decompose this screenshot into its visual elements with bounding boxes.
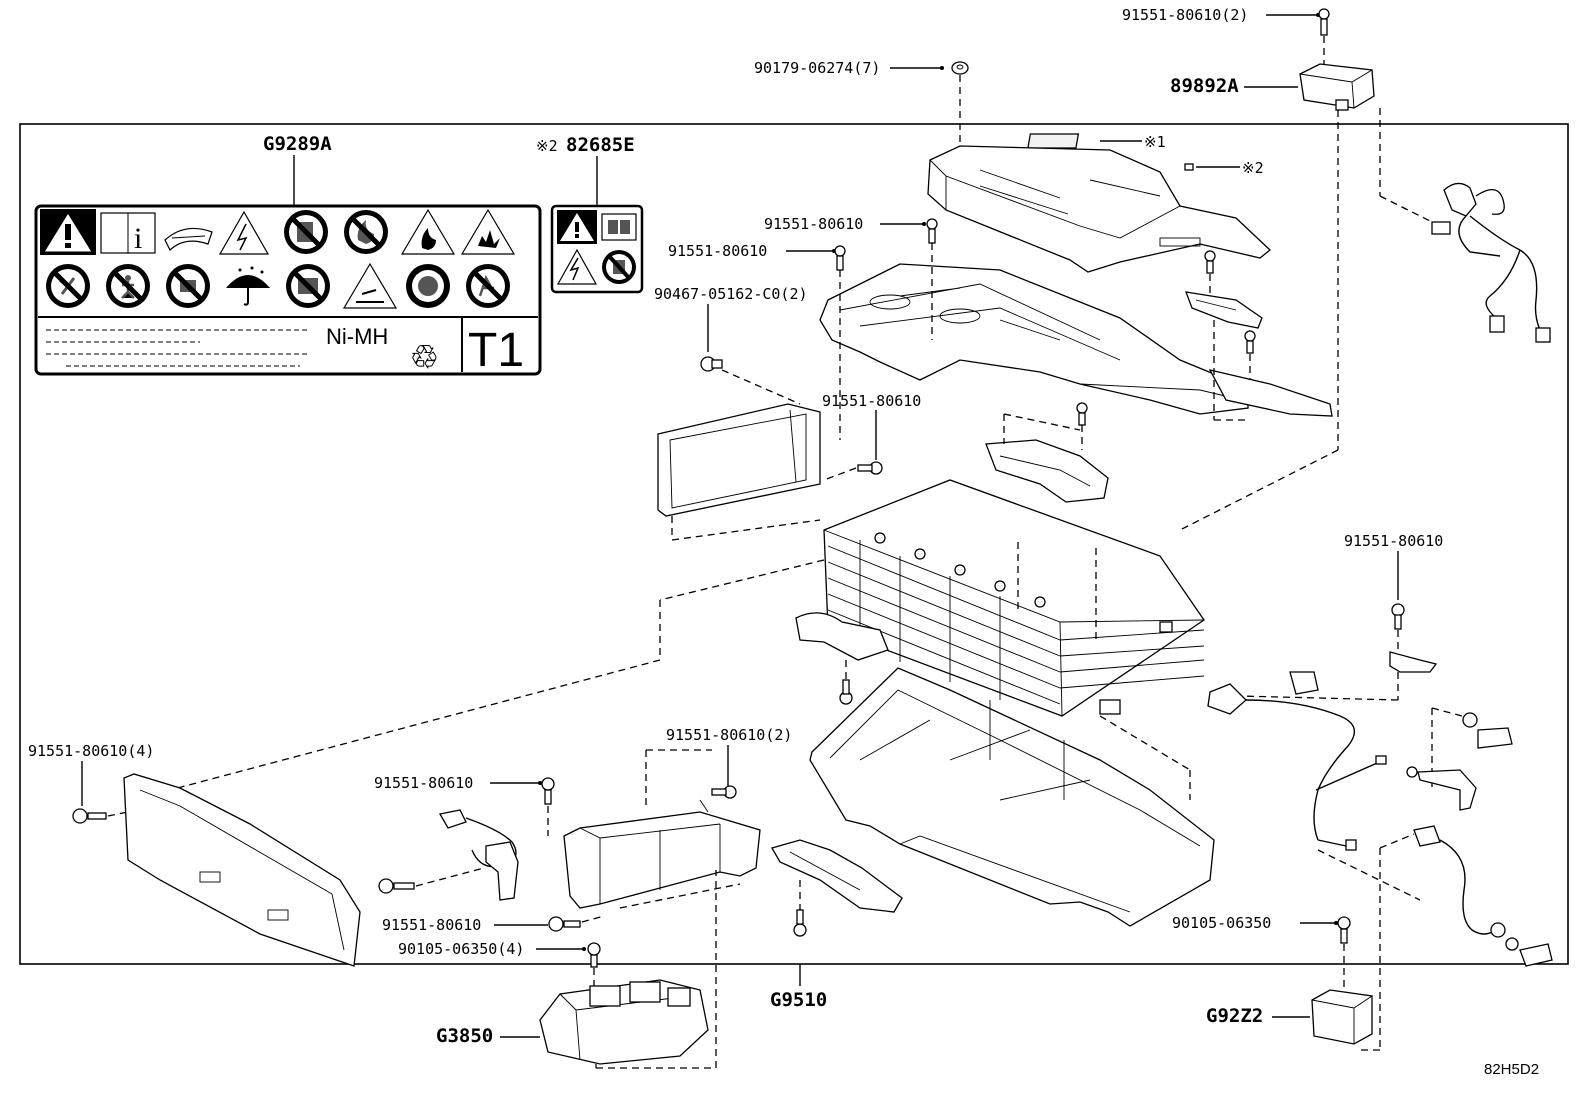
diagram-id: 82H5D2: [1484, 1061, 1539, 1078]
note2-label-patch: [1184, 163, 1194, 171]
connector-right-b[interactable]: [1477, 727, 1513, 749]
label-g9289a: G9289A: [263, 133, 332, 155]
label-g92z2: G92Z2: [1206, 1005, 1263, 1027]
bracket-left-lower[interactable]: [795, 612, 889, 661]
bolt-f[interactable]: [1391, 603, 1405, 630]
svg-text:i: i: [134, 222, 142, 255]
bolt-h[interactable]: [72, 808, 107, 824]
no-touch-icon: [284, 210, 328, 254]
label-82685e: 82685E: [566, 134, 635, 156]
service-plug-g92z2[interactable]: [1311, 989, 1373, 1045]
bolt-d-upper[interactable]: [1076, 402, 1088, 426]
label-82685e-mark: ※2: [536, 137, 558, 155]
label-90105-06350-4: 90105-06350(4): [398, 940, 524, 958]
side-cover-left[interactable]: [123, 773, 361, 967]
battery-lower-tray[interactable]: [809, 667, 1215, 927]
ground-cable[interactable]: [1413, 825, 1553, 967]
bolt-right-lower[interactable]: [1244, 330, 1256, 354]
recycle-icon: ♻: [410, 338, 439, 376]
high-voltage-icon: [218, 210, 270, 255]
wire-harness-top[interactable]: [1431, 182, 1551, 343]
flammable-icon: [400, 208, 456, 255]
label-g9510: G9510: [770, 989, 827, 1011]
ground-terminal[interactable]: [1406, 766, 1477, 811]
bolt-i[interactable]: [711, 785, 737, 799]
battery-ecu[interactable]: [1299, 63, 1375, 111]
bolt-b[interactable]: [834, 245, 846, 271]
clip-90467[interactable]: [700, 356, 723, 372]
bracket-right-upper[interactable]: [1184, 291, 1263, 329]
connector-right-a[interactable]: [1462, 712, 1478, 728]
hv-battery-module[interactable]: [823, 479, 1205, 717]
bolt-a[interactable]: [926, 218, 938, 244]
no-water-icon: [286, 264, 330, 308]
no-fire-icon: [344, 210, 388, 254]
bolt-e[interactable]: [839, 679, 853, 705]
label-90467-05162-c0-2: 90467-05162-C0(2): [654, 285, 808, 303]
bolt-right-upper[interactable]: [1204, 250, 1216, 274]
bolt-g[interactable]: [1337, 916, 1351, 944]
bolt-k[interactable]: [378, 878, 415, 894]
label-g3850: G3850: [436, 1025, 493, 1047]
center-bracket[interactable]: [771, 839, 903, 913]
bolt-top-right[interactable]: [1318, 8, 1330, 36]
upper-cover[interactable]: [927, 145, 1271, 273]
bolt-m[interactable]: [587, 942, 601, 968]
wire-harness-mid[interactable]: [1207, 671, 1387, 851]
corrosive-icon: [342, 262, 398, 309]
note-2: ※2: [1242, 159, 1264, 177]
explosive-icon: [460, 208, 516, 255]
battery-type-text: T1: [468, 324, 524, 377]
label-91551-80610-2-top: 91551-80610(2): [1122, 6, 1248, 24]
small-warning-label[interactable]: [550, 204, 644, 294]
diagram-frame: [19, 123, 1569, 965]
no-children-icon: [106, 264, 150, 308]
label-91551-80610-e: 91551-80610: [382, 916, 481, 934]
read-manual-icon: [164, 227, 213, 251]
no-disassemble-icon: [46, 264, 90, 308]
warning-icon: [40, 209, 96, 255]
label-91551-80610-2-mid: 91551-80610(2): [666, 726, 792, 744]
label-91551-80610-4: 91551-80610(4): [28, 742, 154, 760]
side-plate-left[interactable]: [657, 403, 821, 517]
bracket-upper-center[interactable]: [985, 439, 1109, 503]
label-91551-80610-a: 91551-80610: [764, 215, 863, 233]
chem-type-text: Ni-MH: [326, 324, 388, 349]
no-tamper-icon: [166, 264, 210, 308]
wear-protection-icon: [406, 264, 450, 308]
hazard-label-card[interactable]: Ni-MH ♻ T1 i: [34, 204, 542, 377]
label-90179-06274-7: 90179-06274(7): [754, 59, 880, 77]
bolt-l[interactable]: [548, 916, 581, 932]
manual-icon: i: [100, 212, 156, 255]
no-open-icon: [466, 264, 510, 308]
note-1: ※1: [1144, 133, 1166, 151]
label-90105-06350: 90105-06350: [1172, 914, 1271, 932]
junction-block-g3850[interactable]: [539, 979, 709, 1065]
bolt-n[interactable]: [793, 909, 807, 937]
label-91551-80610-b: 91551-80610: [668, 242, 767, 260]
bolt-c[interactable]: [857, 461, 883, 475]
note1-label-patch: [1027, 133, 1080, 149]
label-91551-80610-c: 91551-80610: [822, 392, 921, 410]
junction-bracket[interactable]: [563, 799, 761, 909]
nut-90179[interactable]: [951, 61, 969, 75]
bolt-j[interactable]: [541, 777, 555, 805]
keep-dry-icon: [226, 266, 270, 306]
label-91551-80610-right: 91551-80610: [1344, 532, 1443, 550]
battery-bracket-plate[interactable]: [819, 263, 1251, 415]
bracket-right-lower[interactable]: [1208, 369, 1333, 417]
label-89892a: 89892A: [1170, 75, 1239, 97]
label-91551-80610-d: 91551-80610: [374, 774, 473, 792]
clamp-right[interactable]: [1389, 651, 1438, 673]
sensor-harness[interactable]: [438, 809, 519, 901]
